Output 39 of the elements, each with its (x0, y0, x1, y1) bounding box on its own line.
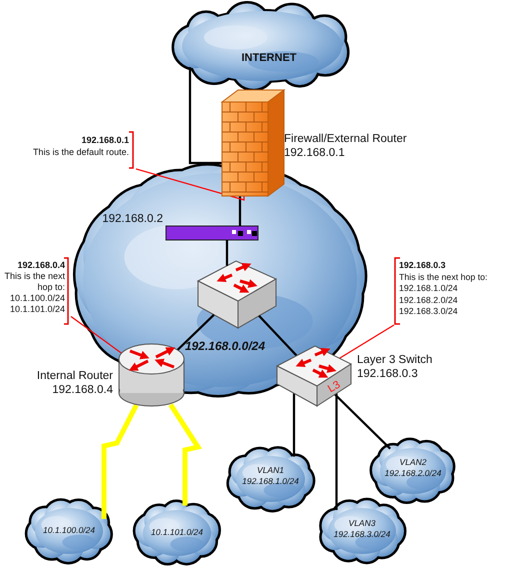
vlan-label: VLAN2 (400, 457, 426, 468)
note-text: This is the next hop to: (3, 271, 65, 293)
network-address: 192.168.3.0/24 (399, 306, 458, 318)
ip-address: 192.168.0.3 (357, 367, 418, 381)
network-label: 192.168.3.0/24 (334, 529, 390, 540)
ip-address: 192.168.0.4 (52, 383, 113, 397)
device-marking: L3 (326, 378, 342, 396)
ip-address: 192.168.0.4 (17, 260, 65, 271)
network-address: 192.168.2.0/24 (399, 294, 458, 306)
note-text: This is the next hop to: (399, 272, 488, 283)
network-label: 192.168.0.0/24 (184, 339, 266, 354)
network-link (226, 240, 228, 266)
network-link (292, 393, 296, 457)
leader-line (339, 324, 394, 359)
ip-address: 192.168.0.3 (399, 260, 446, 272)
device-name: Firewall/External Router (284, 132, 407, 146)
wireless-link (168, 403, 202, 506)
vlan-label: VLAN3 (348, 518, 376, 529)
cloud-label: INTERNET (242, 52, 296, 66)
network-address: 192.168.1.0/24 (399, 283, 458, 294)
network-label: 10.1.101.0/24 (151, 527, 203, 538)
network-address: 10.1.100.0/24 (10, 293, 65, 304)
leader-line (70, 316, 123, 354)
network-link (334, 394, 391, 450)
network-link (238, 196, 242, 226)
ip-address: 192.168.0.1 (284, 146, 345, 160)
vlan-label: VLAN1 (257, 465, 284, 476)
device-name: Internal Router (36, 369, 113, 383)
network-link (258, 315, 298, 356)
network-label: 192.168.1.0/24 (242, 476, 299, 487)
ip-address: 192.168.0.1 (81, 134, 129, 146)
network-label: 10.1.100.0/24 (43, 525, 95, 536)
network-address: 10.1.101.0/24 (10, 304, 65, 315)
device-name: Layer 3 Switch (357, 353, 432, 367)
leader-line (136, 168, 245, 201)
network-label: 192.168.2.0/24 (384, 468, 442, 479)
note-text: This is the default route. (32, 146, 129, 158)
ip-address: 192.168.0.2 (102, 213, 163, 226)
network-link (335, 393, 338, 510)
